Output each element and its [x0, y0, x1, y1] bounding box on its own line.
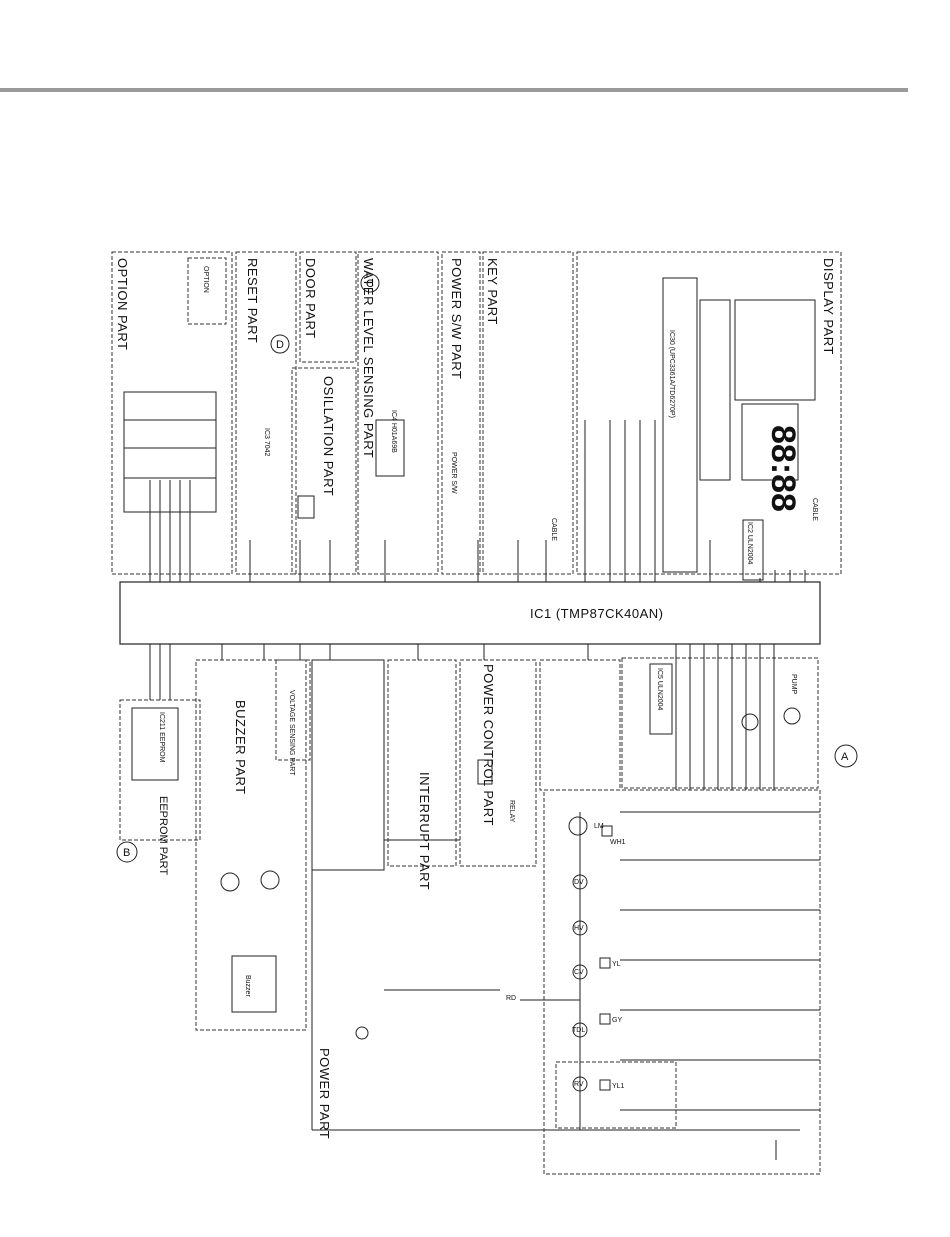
pump-label: PUMP [790, 674, 797, 695]
voltage-sensing-part-block: VOLTAGE SENSING PART [275, 659, 311, 776]
door-part-block: DOOR PART C [299, 251, 380, 363]
eeprom-part-block: IC211 EEPROM EEPROM PART B [116, 699, 201, 875]
load-cv: CV [574, 969, 584, 976]
load-rd: RD [506, 995, 516, 1002]
buzzer-part-block: BUZZER PART Buzzer [195, 659, 307, 1031]
ic30-label: IC30 (UPC3361A/TD6270P) [668, 330, 675, 418]
ic1-label: IC1 (TMP87CK40AN) [530, 606, 663, 621]
key-part-block: KEY PART CABLE [482, 251, 574, 575]
display-digits: 88:88 [764, 425, 802, 512]
power-sw-label: POWER S/W [450, 452, 457, 494]
key-part-label: KEY PART [485, 258, 500, 325]
power-part-block: POWER PART [311, 659, 800, 1139]
option-part-label: OPTION PART [115, 258, 130, 350]
marker-d: D [276, 339, 284, 351]
load-yl1: YL1 [612, 1083, 625, 1090]
display-part-label: DISPLAY PART [821, 258, 836, 355]
power-part-label: POWER PART [317, 1048, 332, 1139]
upper-bus-lines [149, 420, 806, 582]
lower-wiring [149, 644, 777, 1160]
display-part-block: DISPLAY PART 88:88 IC30 (UPC3361A/TD6270… [576, 251, 842, 581]
load-gy: GY [612, 1017, 622, 1024]
ic211-label: IC211 EEPROM [158, 712, 165, 763]
power-control-part-block: POWER CONTROL PART RELAY [459, 659, 537, 867]
power-control-part-label: POWER CONTROL PART [481, 664, 496, 826]
load-symbols: LM WH1 DV HV CV TDL RV GY YL1 YL RD [506, 816, 626, 1092]
marker-c: C [366, 278, 374, 290]
load-tdl: TDL [572, 1027, 585, 1034]
cable-label-key: CABLE [550, 518, 557, 541]
reset-part-label: RESET PART [245, 258, 260, 343]
option-part-block: OPTION PART OPTION [111, 251, 233, 575]
cable-label-display: CABLE [811, 498, 818, 521]
eeprom-part-label: EEPROM PART [157, 796, 169, 875]
reset-part-block: RESET PART D IC3 7042 [235, 251, 297, 575]
osillation-part-label: OSILLATION PART [321, 376, 336, 496]
load-lm: LM [594, 823, 604, 830]
osillation-part-block: OSILLATION PART [291, 367, 357, 575]
load-dv: DV [574, 879, 584, 886]
interrupt-part-block: INTERRUPT PART [387, 659, 457, 890]
interrupt-part-label: INTERRUPT PART [417, 772, 432, 890]
ic4-label: IC4 H01A69B [390, 410, 397, 453]
load-wh1: WH1 [610, 839, 626, 846]
power-sw-part-block: POWER S/W PART POWER S/W [441, 251, 481, 575]
triac-load-array [520, 789, 821, 1175]
relay-label: RELAY [508, 800, 515, 823]
ic5-label: IC5 ULN2004 [656, 668, 663, 711]
buzzer-part-label: BUZZER PART [233, 700, 248, 795]
voltage-sensing-part-label: VOLTAGE SENSING PART [288, 690, 295, 776]
ic3-label: IC3 7042 [263, 428, 270, 457]
load-hv: HV [574, 925, 584, 932]
power-sw-part-label: POWER S/W PART [449, 258, 464, 379]
ic1-block: IC1 (TMP87CK40AN) [119, 581, 821, 645]
buzzer-label: Buzzer [244, 975, 251, 997]
load-rv: RV [574, 1081, 584, 1088]
door-part-label: DOOR PART [303, 258, 318, 339]
load-yl: YL [612, 961, 621, 968]
water-level-part-label: WATER LEVEL SENSING PART [361, 258, 376, 458]
option-switch-label: OPTION [202, 266, 209, 293]
header-rule [0, 88, 908, 92]
marker-a: A [841, 751, 849, 763]
ic2-label: IC2 ULN2004 [746, 522, 753, 565]
water-level-part-block: WATER LEVEL SENSING PART IC4 H01A69B [357, 251, 439, 575]
ic5-pump-region: IC5 ULN2004 PUMP A [539, 657, 858, 791]
marker-b: B [123, 847, 130, 859]
